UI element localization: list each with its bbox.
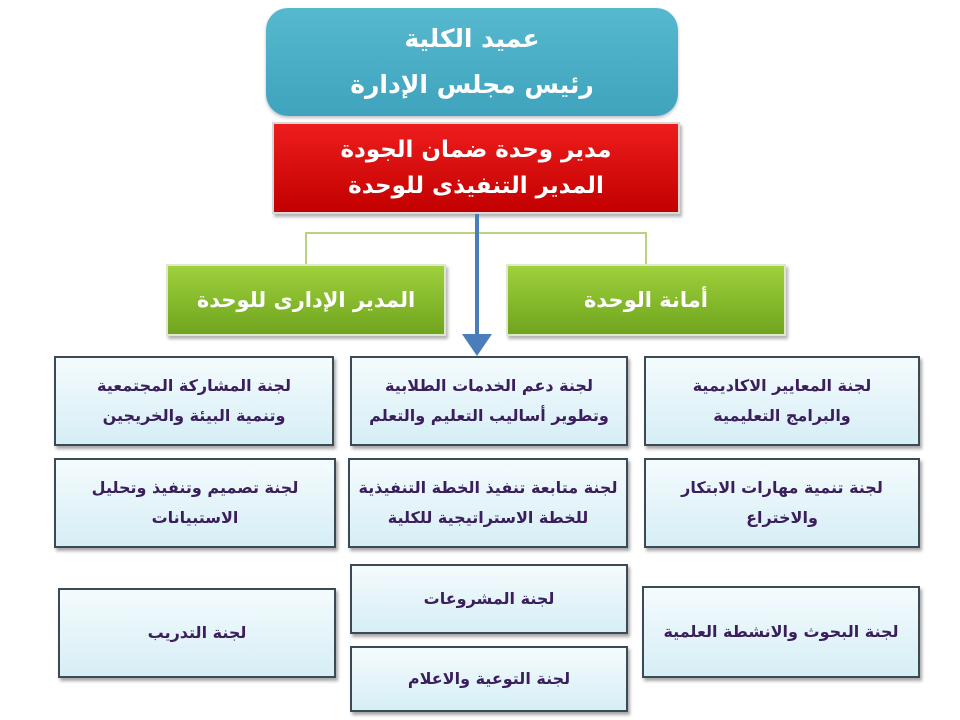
committee-awareness-media: لجنة التوعية والاعلام [350,646,628,712]
committee-plan-followup: لجنة متابعة تنفيذ الخطة التنفيذية للخطة … [348,458,628,548]
committee-line: والبرامج التعليمية [713,406,851,425]
committee-surveys: لجنة تصميم وتنفيذ وتحليل الاستبيانات [54,458,336,548]
unit-secretariat-label: أمانة الوحدة [584,288,708,312]
committee-line: وتطوير أساليب التعليم والتعلم [369,406,609,425]
quality-manager-title: مدير وحدة ضمان الجودة [340,137,612,163]
committee-line: لجنة متابعة تنفيذ الخطة التنفيذية [358,478,618,497]
committee-line: لجنة المعايير الاكاديمية [692,376,872,395]
committee-academic-standards: لجنة المعايير الاكاديمية والبرامج التعلي… [644,356,920,446]
connector-right-drop [645,232,647,264]
executive-manager-title: المدير التنفيذى للوحدة [348,173,604,199]
committee-projects: لجنة المشروعات [350,564,628,634]
dean-title: عميد الكلية [404,24,540,53]
admin-manager-box: المدير الإدارى للوحدة [166,264,446,336]
committee-line: لجنة المشاركة المجتمعية [97,376,291,395]
committee-line: وتنمية البيئة والخريجين [102,406,286,425]
committee-line: لجنة تنمية مهارات الابتكار والاختراع [681,478,883,527]
committee-line: لجنة البحوث والانشطة العلمية [663,622,899,641]
board-chair-title: رئيس مجلس الإدارة [350,70,594,99]
quality-unit-manager-box: مدير وحدة ضمان الجودة المدير التنفيذى لل… [272,122,680,214]
committee-community-participation: لجنة المشاركة المجتمعية وتنمية البيئة وا… [54,356,334,446]
committee-training: لجنة التدريب [58,588,336,678]
admin-manager-label: المدير الإدارى للوحدة [196,288,416,312]
committee-line: لجنة دعم الخدمات الطلابية [385,376,593,395]
unit-secretariat-box: أمانة الوحدة [506,264,786,336]
committee-line: لجنة المشروعات [423,589,555,608]
committee-research-activities: لجنة البحوث والانشطة العلمية [642,586,920,678]
committee-innovation-skills: لجنة تنمية مهارات الابتكار والاختراع [644,458,920,548]
committee-line: لجنة التوعية والاعلام [407,669,571,688]
committee-line: لجنة تصميم وتنفيذ وتحليل الاستبيانات [91,478,299,527]
committee-line: للخطة الاستراتيجية للكلية [387,508,589,527]
committee-student-services: لجنة دعم الخدمات الطلابية وتطوير أساليب … [350,356,628,446]
dean-box: عميد الكلية رئيس مجلس الإدارة [266,8,678,116]
committee-line: لجنة التدريب [147,623,247,642]
connector-horizontal [305,232,647,234]
connector-left-drop [305,232,307,264]
